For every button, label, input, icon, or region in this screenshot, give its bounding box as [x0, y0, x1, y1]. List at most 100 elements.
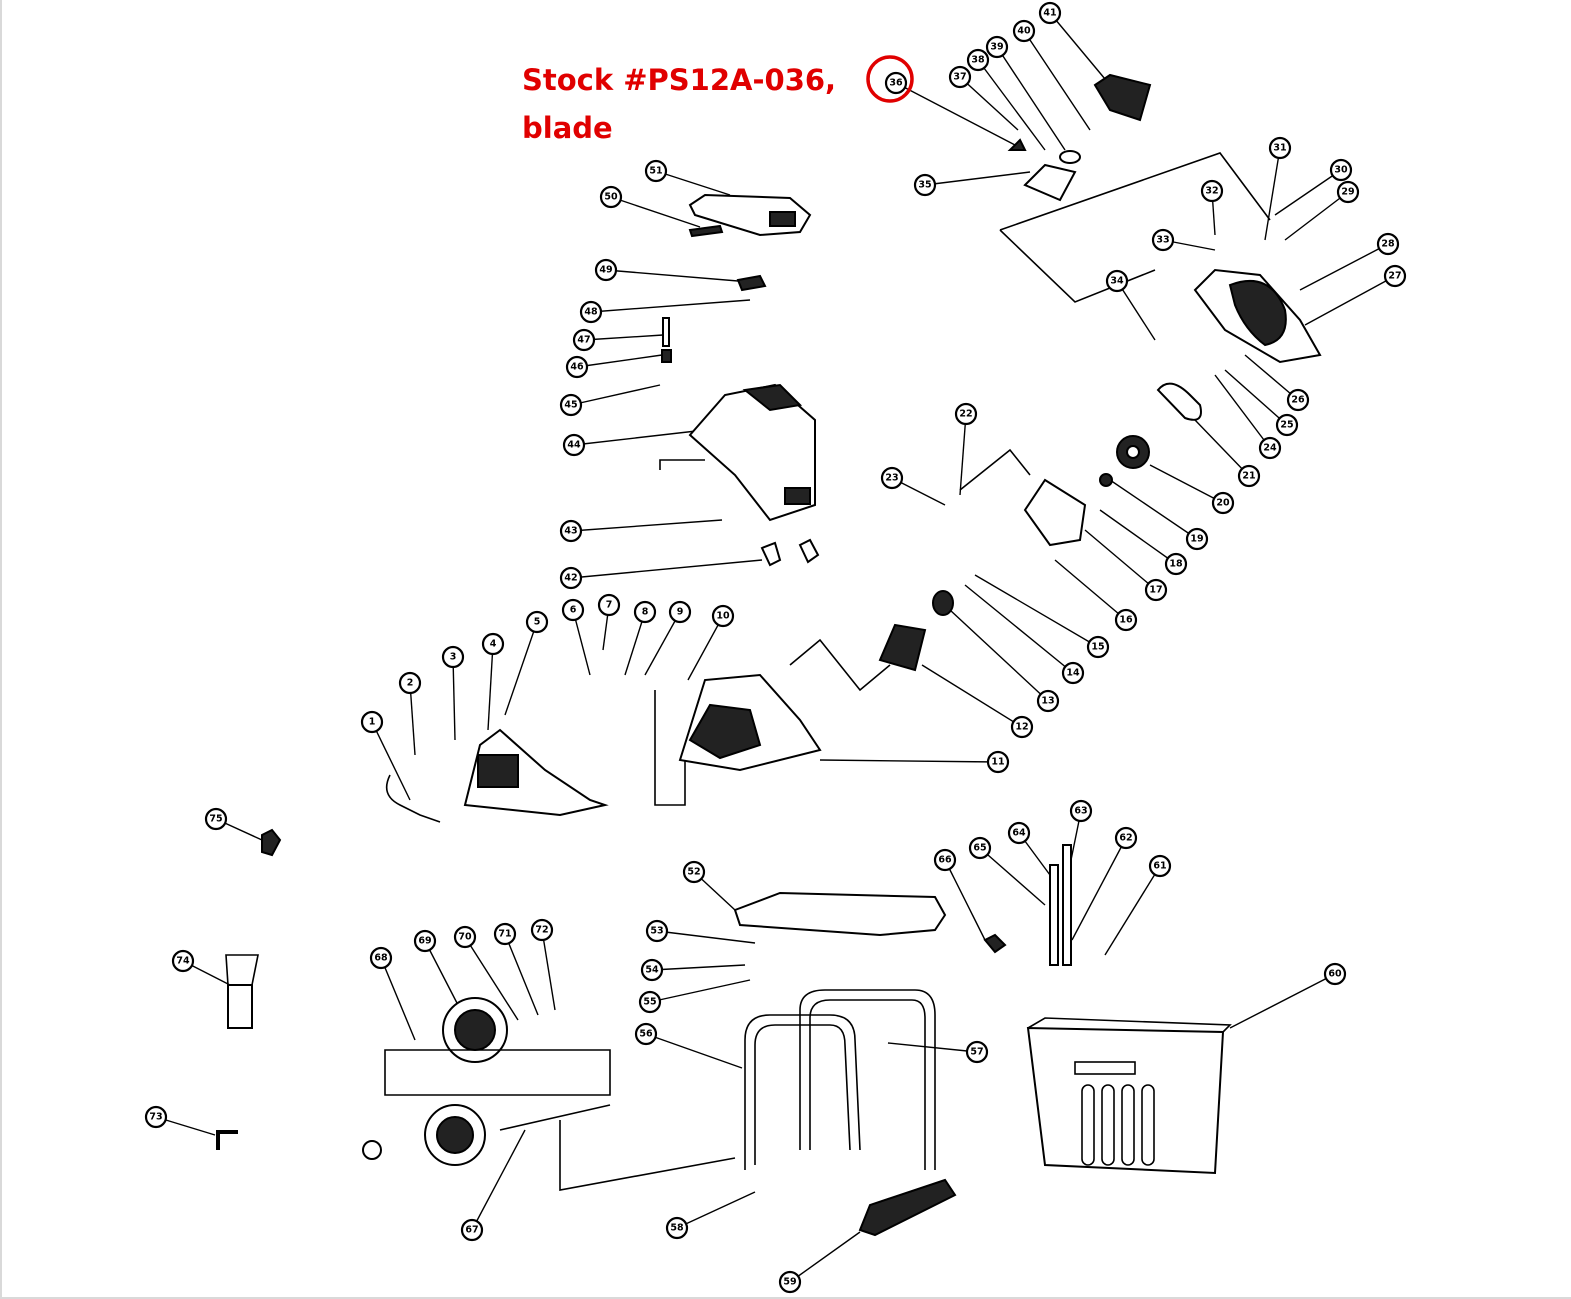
part-bubble-17: 17 — [1144, 578, 1168, 602]
part-bubble-15: 15 — [1086, 635, 1110, 659]
part-bubble-circle — [1200, 179, 1224, 203]
part-number-label: 75 — [209, 814, 222, 825]
part-bubble-60: 60 — [1323, 962, 1347, 986]
leader-line-15 — [974, 574, 1099, 648]
bracket-clamp — [983, 933, 1007, 954]
part-bubble-circle — [1376, 232, 1400, 256]
part-number-label: 60 — [1328, 969, 1342, 980]
leader-line-61 — [1104, 865, 1161, 956]
part-number-label: 43 — [564, 526, 577, 537]
leader-line-36 — [895, 82, 1016, 146]
cutting-blade — [1007, 138, 1027, 151]
leader-line-49 — [605, 269, 751, 283]
part-bubble-circle — [481, 632, 505, 656]
part-number-label: 73 — [149, 1112, 162, 1123]
leader-line-60 — [1229, 973, 1336, 1029]
housing-group-line-bottom — [999, 229, 1156, 303]
bin-label-slot — [1074, 1061, 1136, 1075]
part-bubble-circle — [597, 593, 621, 617]
part-bubble-circle — [1268, 136, 1292, 160]
leader-line-24 — [1214, 374, 1271, 449]
leader-line-10 — [687, 615, 724, 681]
part-number-label: 33 — [1156, 235, 1169, 246]
motor — [878, 623, 927, 672]
part-bubble-35: 35 — [913, 173, 937, 197]
part-bubble-27: 27 — [1383, 264, 1407, 288]
part-number-label: 31 — [1273, 143, 1286, 154]
part-bubble-circle — [645, 919, 669, 943]
leader-line-26 — [1244, 354, 1299, 401]
part-bubble-circle — [204, 807, 228, 831]
leader-line-4 — [487, 643, 494, 731]
hopper-clip-right — [798, 538, 820, 564]
housing-group-line-top — [999, 152, 1271, 231]
part-bubble-64: 64 — [1007, 821, 1031, 845]
part-bubble-circle — [966, 48, 990, 72]
part-bubble-circle — [1323, 962, 1347, 986]
leader-line-38 — [977, 59, 1046, 151]
part-bubble-55: 55 — [638, 990, 662, 1014]
hex-key — [216, 1130, 238, 1150]
part-number-label: 62 — [1119, 833, 1132, 844]
part-bubble-circle — [1086, 635, 1110, 659]
highlight-ring — [866, 55, 914, 103]
part-bubble-circle — [711, 604, 735, 628]
part-bubble-circle — [1185, 527, 1209, 551]
leader-line-1 — [371, 721, 411, 801]
part-bubble-36: 36 — [884, 71, 908, 95]
part-bubble-circle — [1061, 661, 1085, 685]
part-bubble-69: 69 — [413, 929, 437, 953]
part-number-label: 11 — [991, 757, 1004, 768]
leader-line-20 — [1149, 464, 1224, 504]
part-number-label: 15 — [1091, 642, 1104, 653]
front-housing — [463, 728, 609, 817]
motor-housing-interior — [688, 703, 762, 760]
plug-holder — [261, 828, 282, 857]
cutter-housing-interior — [1228, 280, 1287, 347]
leader-line-57 — [887, 1042, 978, 1053]
leader-line-3 — [452, 656, 456, 741]
part-bubble-circle — [1286, 388, 1310, 412]
part-number-label: 47 — [577, 335, 590, 346]
part-bubble-circle — [1275, 413, 1299, 437]
part-bubble-51: 51 — [644, 159, 668, 183]
part-shapes — [216, 73, 1322, 1237]
blade-disk — [1023, 163, 1077, 202]
part-number-label: 59 — [783, 1277, 796, 1288]
leader-line-40 — [1023, 30, 1091, 131]
part-bubble-31: 31 — [1268, 136, 1292, 160]
part-bubble-23: 23 — [880, 466, 904, 490]
part-bubble-circle — [144, 1105, 168, 1129]
part-bubble-47: 47 — [572, 328, 596, 352]
part-bubble-circle — [638, 990, 662, 1014]
part-bubble-5: 5 — [525, 610, 549, 634]
part-bubble-circle — [1012, 19, 1036, 43]
part-bubble-circle — [668, 600, 692, 624]
left-border — [0, 0, 2, 1299]
part-bubble-22: 22 — [954, 402, 978, 426]
part-number-label: 67 — [465, 1225, 478, 1236]
part-bubble-56: 56 — [634, 1022, 658, 1046]
part-bubble-74: 74 — [171, 949, 195, 973]
part-bubble-43: 43 — [559, 519, 583, 543]
part-bubble-39: 39 — [985, 35, 1009, 59]
gear-housing — [1023, 478, 1087, 547]
part-number-label: 37 — [953, 72, 966, 83]
leader-line-70 — [464, 936, 519, 1021]
part-bubble-circle — [1069, 799, 1093, 823]
hopper-table — [733, 891, 947, 937]
wheel-washer — [362, 1140, 382, 1160]
part-bubble-13: 13 — [1036, 689, 1060, 713]
leader-line-14 — [964, 584, 1074, 674]
leader-line-9 — [644, 611, 681, 676]
part-bubble-circle — [493, 922, 517, 946]
part-bubble-circle — [1148, 854, 1172, 878]
part-number-label: 36 — [889, 78, 903, 89]
part-number-label: 46 — [570, 362, 584, 373]
part-bubble-circle — [948, 65, 972, 89]
part-bubble-25: 25 — [1275, 413, 1299, 437]
leader-line-59 — [789, 1231, 861, 1283]
part-bubble-20: 20 — [1211, 491, 1235, 515]
leader-line-37 — [959, 76, 1019, 131]
part-bubble-11: 11 — [986, 750, 1010, 774]
